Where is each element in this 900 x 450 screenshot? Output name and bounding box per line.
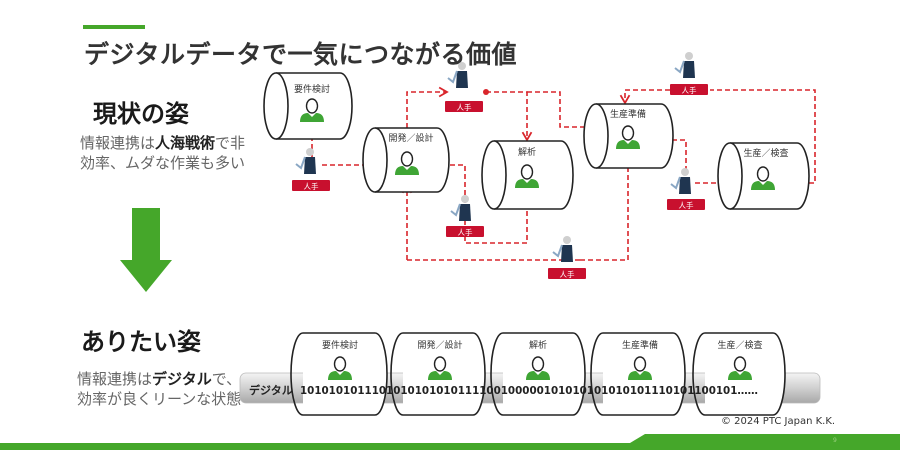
svg-text:人手: 人手 <box>682 85 697 95</box>
current-stage-analysis: 解析 <box>481 140 574 210</box>
copyright: © 2024 PTC Japan K.K. <box>721 416 836 427</box>
svg-text:生産準備: 生産準備 <box>622 339 658 351</box>
current-state-description: 情報連携は人海戦術で非効率、ムダな作業も多い <box>80 134 246 172</box>
ideal-state-description: 情報連携はデジタルで、効率が良くリーンな状態 <box>77 370 242 408</box>
current-stage-production-prep: 生産準備 <box>583 103 674 169</box>
svg-text:開発／設計: 開発／設計 <box>388 132 433 144</box>
svg-text:解析: 解析 <box>518 146 536 158</box>
manual-worker-1: 人手 <box>292 147 330 191</box>
svg-text:生産／検査: 生産／検査 <box>717 339 762 351</box>
ideal-state-heading: ありたい姿 <box>81 328 201 356</box>
svg-text:人手: 人手 <box>560 269 575 279</box>
ideal-stage-requirements: 要件検討 <box>290 332 388 416</box>
current-stage-requirements: 要件検討 <box>263 72 353 140</box>
manual-worker-4: 人手 <box>548 235 586 279</box>
svg-text:生産準備: 生産準備 <box>610 108 646 120</box>
ideal-stage-production-inspection: 生産／検査 <box>692 332 786 416</box>
svg-text:生産／検査: 生産／検査 <box>743 147 788 159</box>
svg-text:要件検討: 要件検討 <box>294 83 330 95</box>
ideal-stage-analysis: 解析 <box>490 332 586 416</box>
manual-worker-3: 人手 <box>446 194 484 237</box>
current-stage-production-inspection: 生産／検査 <box>717 142 810 210</box>
slide-title: デジタルデータで一気につながる価値 <box>84 40 518 69</box>
manual-worker-2: 人手 <box>445 61 483 112</box>
svg-text:開発／設計: 開発／設計 <box>417 339 462 351</box>
current-state-heading: 現状の姿 <box>93 100 189 128</box>
ideal-stage-development: 開発／設計 <box>390 332 486 416</box>
svg-text:人手: 人手 <box>679 200 694 210</box>
footer-band <box>0 434 900 450</box>
ideal-stage-production-prep: 生産準備 <box>590 332 686 416</box>
svg-text:要件検討: 要件検討 <box>322 339 358 351</box>
title-accent-line <box>83 25 145 29</box>
svg-text:人手: 人手 <box>458 227 473 237</box>
page-number: 9 <box>833 437 837 444</box>
current-stage-development: 開発／設計 <box>362 127 450 193</box>
transition-arrow-down-icon <box>120 208 172 292</box>
manual-worker-6: 人手 <box>667 167 705 210</box>
svg-text:人手: 人手 <box>457 102 472 112</box>
svg-text:解析: 解析 <box>529 339 547 351</box>
binary-stream: 1010101011101010101010111100100000101010… <box>300 384 758 397</box>
digital-label: デジタル <box>249 383 293 397</box>
svg-text:人手: 人手 <box>304 181 319 191</box>
manual-worker-5: 人手 <box>670 51 708 95</box>
